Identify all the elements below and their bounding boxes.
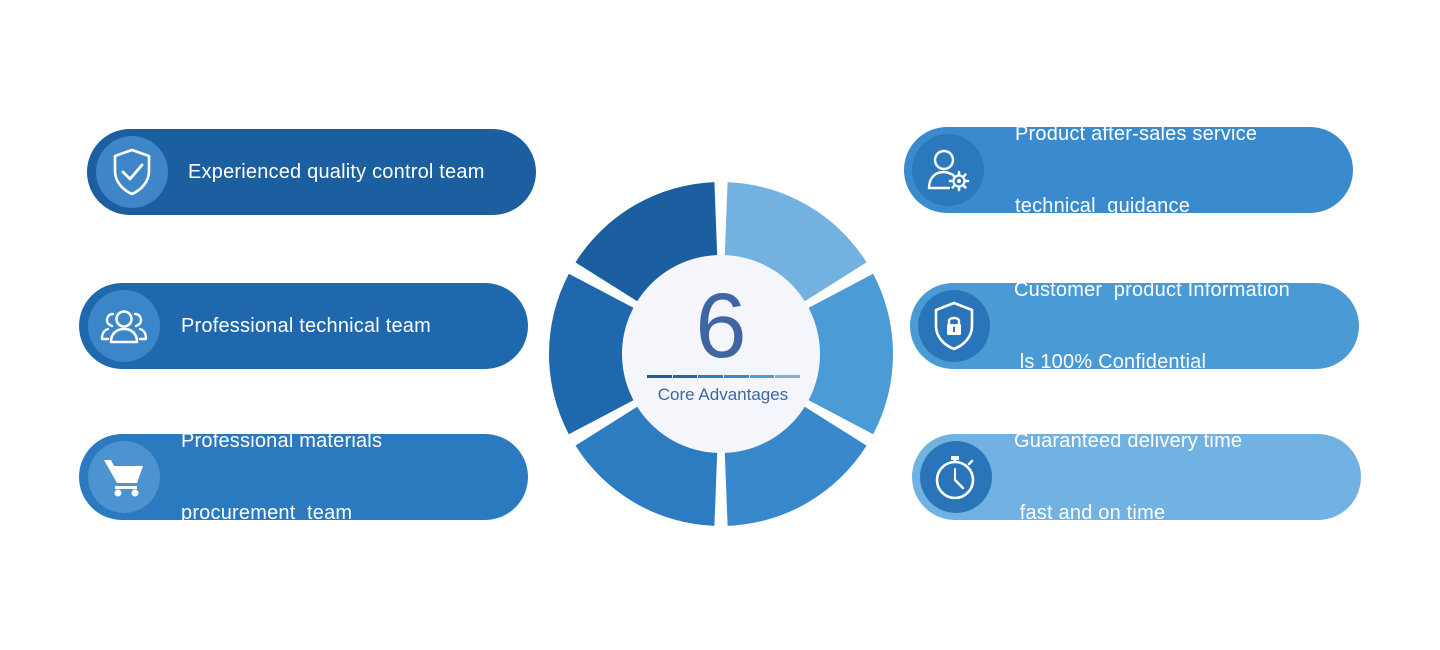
advantage-confidential: Customer product Information ls 100% Con… bbox=[910, 279, 1359, 373]
advantage-materials-procurement: Professional materials procurement team bbox=[79, 430, 528, 524]
shield-lock-icon bbox=[918, 290, 990, 362]
advantage-quality-control: Experienced quality control team bbox=[87, 129, 536, 215]
advantage-label: Guaranteed delivery time fast and on tim… bbox=[1014, 430, 1243, 524]
shopping-cart-icon bbox=[88, 441, 160, 513]
stopwatch-icon bbox=[920, 441, 992, 513]
donut-segment bbox=[724, 182, 867, 303]
center-divider bbox=[647, 375, 801, 378]
advantage-label: Professional materials procurement team bbox=[181, 430, 383, 524]
advantage-count: 6 bbox=[695, 275, 747, 377]
team-icon bbox=[88, 290, 160, 362]
donut-segment bbox=[549, 273, 637, 435]
advantage-technical-team: Professional technical team bbox=[79, 283, 528, 369]
advantage-label: Customer product Information ls 100% Con… bbox=[1014, 279, 1290, 373]
user-gear-icon bbox=[912, 134, 984, 206]
donut-center bbox=[622, 255, 820, 453]
shield-check-icon bbox=[96, 136, 168, 208]
donut-segment bbox=[575, 182, 718, 303]
donut-segment bbox=[575, 405, 718, 526]
donut-segment bbox=[724, 405, 867, 526]
advantage-after-sales: Product after-sales service technical gu… bbox=[904, 123, 1353, 217]
advantages-donut bbox=[549, 182, 893, 526]
donut-segment bbox=[805, 273, 893, 435]
advantage-label: Professional technical team bbox=[181, 315, 431, 337]
advantage-label: Product after-sales service technical gu… bbox=[1015, 123, 1258, 217]
center-caption: Core Advantages bbox=[657, 385, 789, 404]
advantage-delivery: Guaranteed delivery time fast and on tim… bbox=[912, 430, 1361, 524]
advantage-label: Experienced quality control team bbox=[188, 161, 485, 183]
